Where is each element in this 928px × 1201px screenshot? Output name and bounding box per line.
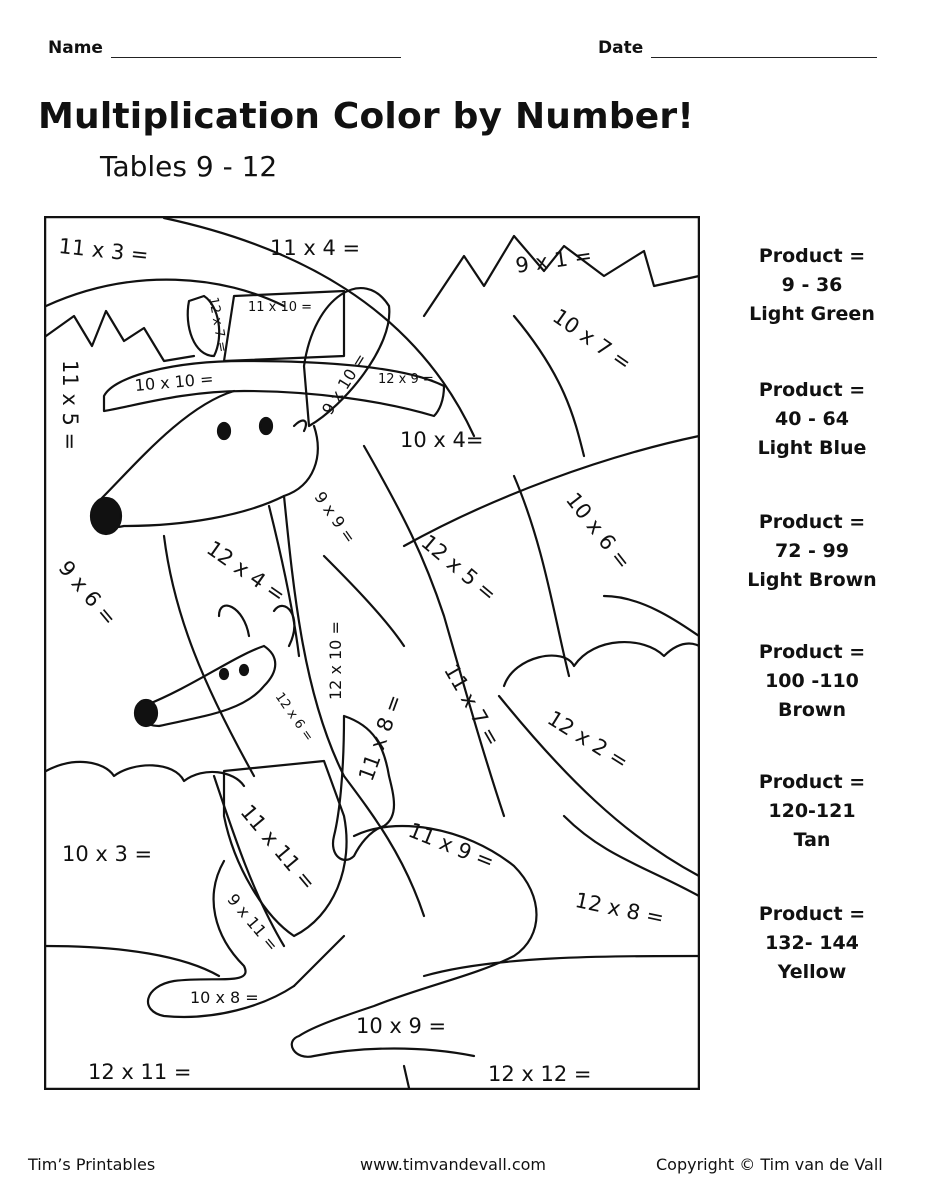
key-color: Brown: [778, 699, 846, 721]
equation-11x10: 11 x 10 =: [248, 300, 313, 315]
footer-copyright: Copyright © Tim van de Vall: [656, 1155, 883, 1174]
equation-10x8: 10 x 8 =: [190, 988, 259, 1007]
equation-10x3: 10 x 3 =: [62, 842, 153, 866]
name-line: [110, 43, 401, 58]
key-entry: Product = 132- 144 Yellow: [724, 900, 900, 987]
equation-12x10: 12 x 10 =: [326, 621, 345, 700]
page-title: Multiplication Color by Number!: [38, 96, 694, 137]
key-range: 132- 144: [765, 932, 859, 954]
key-label: Product =: [758, 511, 866, 533]
date-line: [651, 43, 878, 58]
footer-website: www.timvandevall.com: [360, 1155, 547, 1174]
key-range: 120-121: [768, 800, 856, 822]
equation-12x12: 12 x 12 =: [488, 1062, 592, 1086]
equation-11x4: 11 x 4 =: [270, 236, 361, 260]
key-label: Product =: [758, 771, 866, 793]
key-color: Light Brown: [747, 569, 877, 591]
key-label: Product =: [758, 903, 866, 925]
key-color: Light Blue: [757, 437, 867, 459]
coloring-picture: [44, 216, 700, 1090]
equation-12x9: 12 x 9 =: [378, 372, 434, 387]
page-subtitle: Tables 9 - 12: [100, 150, 278, 183]
equation-10x9: 10 x 9 =: [356, 1014, 447, 1038]
equation-11x5: 11 x 5 =: [58, 360, 82, 451]
key-range: 72 - 99: [775, 540, 849, 562]
key-entry: Product = 72 - 99 Light Brown: [724, 508, 900, 595]
key-color: Light Green: [749, 303, 875, 325]
key-label: Product =: [758, 245, 866, 267]
equation-10x4: 10 x 4=: [400, 428, 484, 452]
key-entry: Product = 9 - 36 Light Green: [724, 242, 900, 329]
key-color: Tan: [793, 829, 831, 851]
key-label: Product =: [758, 641, 866, 663]
footer-brand: Tim’s Printables: [28, 1155, 156, 1174]
name-field[interactable]: Name: [48, 38, 401, 58]
date-field[interactable]: Date: [598, 38, 878, 58]
key-range: 9 - 36: [781, 274, 843, 296]
key-entry: Product = 120-121 Tan: [724, 768, 900, 855]
key-range: 100 -110: [765, 670, 859, 692]
key-range: 40 - 64: [775, 408, 849, 430]
key-label: Product =: [758, 379, 866, 401]
key-color: Yellow: [777, 961, 847, 983]
equation-12x11: 12 x 11 =: [88, 1060, 192, 1084]
date-label: Date: [598, 38, 644, 58]
key-entry: Product = 40 - 64 Light Blue: [724, 376, 900, 463]
key-entry: Product = 100 -110 Brown: [724, 638, 900, 725]
name-label: Name: [48, 38, 103, 58]
